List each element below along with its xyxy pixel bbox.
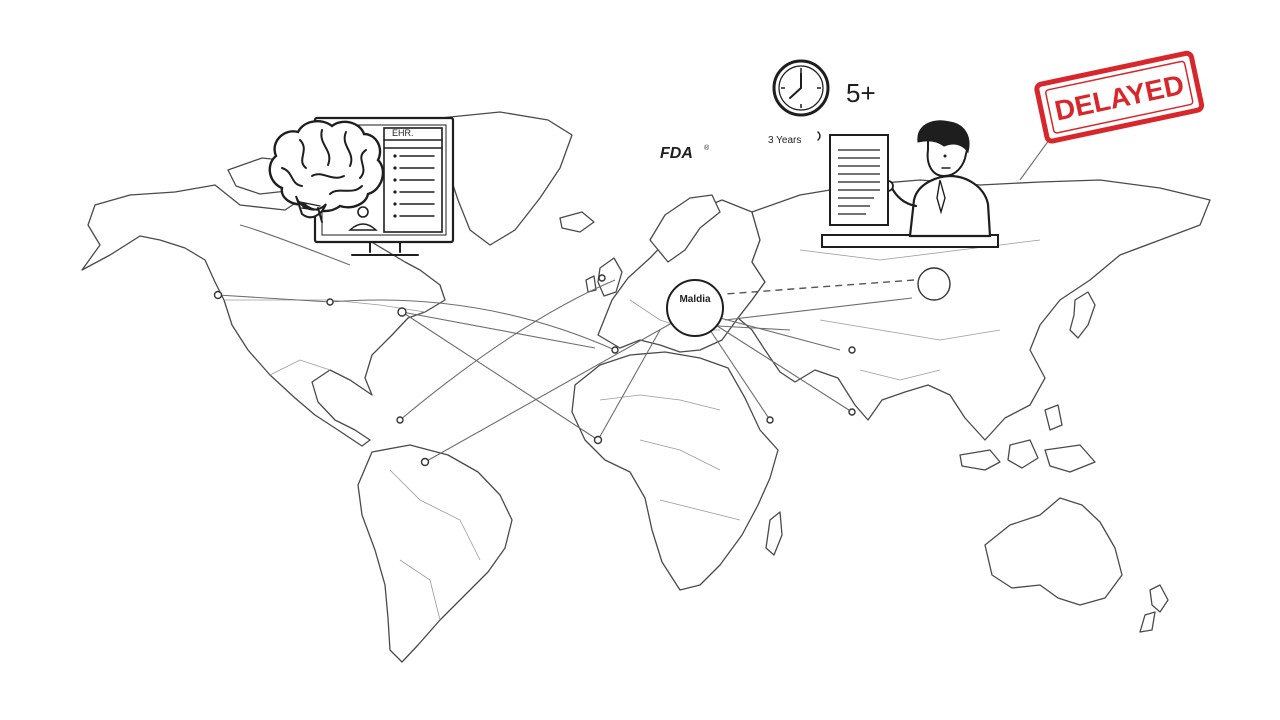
ehr-list-rows (393, 154, 435, 218)
years-label: 3 Years (768, 135, 801, 146)
paper-document-icon (829, 134, 889, 226)
map-node (593, 435, 603, 445)
fda-logo: FDA ® (660, 144, 710, 162)
svg-text:®: ® (704, 144, 710, 152)
southeast-asia-islands (959, 404, 1096, 473)
svg-text:FDA: FDA (660, 145, 693, 162)
scandinavia (649, 194, 721, 263)
connections (217, 117, 1066, 463)
continent-australia (984, 497, 1123, 606)
map-node (420, 457, 430, 467)
map-node (848, 346, 856, 354)
map-node (917, 267, 951, 301)
iceland (559, 211, 595, 233)
map-node (396, 416, 404, 424)
continent-south-america (357, 444, 513, 663)
delayed-stamp-icon: DELAYED (1034, 50, 1205, 144)
madagascar (765, 511, 783, 556)
person-at-desk-icon (821, 120, 999, 248)
new-zealand (1139, 584, 1169, 633)
ehr-document-icon (383, 127, 443, 233)
ehr-label: EHR. (392, 128, 414, 138)
japan (1069, 291, 1096, 339)
monitor-user-figure-icon (348, 206, 378, 231)
hub-label: Maldia (679, 294, 711, 305)
map-node (326, 298, 334, 306)
hub-node: Maldia (666, 279, 724, 337)
map-node (213, 290, 223, 300)
continent-africa (571, 351, 779, 591)
continent-greenland (437, 111, 573, 246)
clock-icon (772, 59, 830, 117)
map-node (766, 416, 774, 424)
map-node (397, 307, 407, 317)
map-node (598, 274, 606, 282)
map-nodes (213, 267, 951, 467)
world-map (81, 111, 1211, 663)
years-arrow-icon (817, 131, 821, 141)
map-node (848, 408, 856, 416)
country-borders (225, 239, 1041, 621)
timer-value: 5+ (846, 78, 876, 108)
brain-icon (268, 120, 385, 223)
map-node (611, 346, 619, 354)
